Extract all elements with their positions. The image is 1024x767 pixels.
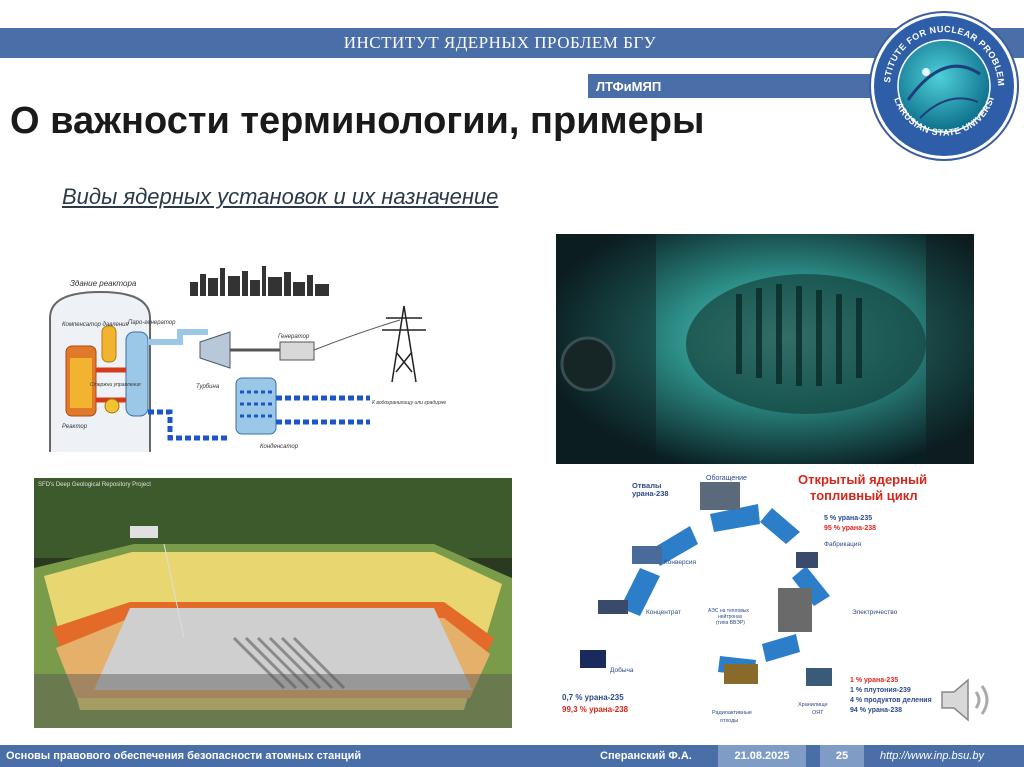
label-condenser: Конденсатор [260, 444, 299, 450]
label-waste-1: Радиоактивные [712, 710, 752, 716]
lab-name: ЛТФиМЯП [596, 79, 662, 94]
label-dumps-1: Отвалы [632, 481, 661, 490]
condenser-icon [235, 377, 277, 435]
label-concentrate: Концентрат [646, 609, 681, 616]
npp-schematic-diagram: Здание реактора Компенсатор давления Пар… [40, 262, 460, 458]
label-snf-2: 1 % плутония-239 [850, 687, 911, 694]
label-dumps-2: урана-238 [632, 489, 669, 498]
slide-subtitle: Виды ядерных установок и их назначение [62, 184, 499, 209]
label-npp-2: нейтронах [718, 613, 743, 620]
fuel-cycle-title-2: топливный цикл [810, 488, 918, 503]
label-reactor: Реактор [62, 424, 88, 430]
repository-illustration: SFD's Deep Geological Repository Project [34, 478, 512, 728]
footer-url[interactable]: http://www.inp.bsu.by [880, 750, 984, 762]
label-fabrication: Фабрикация [824, 540, 861, 548]
label-electricity: Электричество [852, 609, 898, 616]
label-conversion: Конверсия [664, 559, 696, 566]
label-snf-4: 94 % урана-238 [850, 707, 902, 714]
label-waste-2: отходы [720, 718, 738, 724]
label-npp-3: (типа ВВЭР) [716, 620, 745, 626]
label-enrichment: Обогащение [706, 474, 747, 482]
label-snf-3: 4 % продуктов деления [850, 697, 932, 704]
label-compensator: Компенсатор давления [62, 322, 129, 328]
label-npp-1: АЭС на тепловых [708, 608, 749, 614]
label-ore-235: 0,7 % урана-235 [562, 693, 624, 702]
slide-title: О важности терминологии, примеры [10, 100, 705, 142]
reactor-core-photo [556, 234, 974, 464]
label-storage-2: ОЯТ [812, 710, 824, 716]
fuel-cycle-title-1: Открытый ядерный [798, 472, 927, 487]
generator-icon [279, 341, 315, 361]
label-enr-235: 5 % урана-235 [824, 515, 872, 522]
lab-badge: ЛТФиМЯП [588, 74, 880, 98]
header-bar: ИНСТИТУТ ЯДЕРНЫХ ПРОБЛЕМ БГУ [0, 28, 1024, 58]
label-snf-1: 1 % урана-235 [850, 677, 898, 684]
label-ore-238: 99,3 % урана-238 [562, 705, 629, 714]
label-building: Здание реактора [70, 279, 137, 288]
label-mining: Добыча [610, 666, 634, 674]
label-control-rods: Стержни управления [90, 382, 141, 388]
skyline-illustration [190, 266, 329, 296]
footer-page-number: 25 [820, 745, 864, 767]
footer-bar: Основы правового обеспечения безопасност… [0, 745, 1024, 767]
label-storage-1: Хранилище [798, 702, 828, 708]
institute-title: ИНСТИТУТ ЯДЕРНЫХ ПРОБЛЕМ БГУ [343, 33, 657, 52]
institute-logo: INSTITUTE FOR NUCLEAR PROBLEMS BELARUSIA… [868, 10, 1019, 161]
label-cooling: К водохранилищу или градирне [372, 400, 446, 406]
label-enr-238: 95 % урана-238 [824, 525, 876, 532]
label-turbine: Турбина [196, 384, 220, 390]
footer-date: 21.08.2025 [718, 745, 806, 767]
speaker-icon[interactable] [932, 668, 996, 732]
turbine-icon [199, 331, 231, 369]
label-generator: Генератор [278, 334, 310, 340]
label-steam-generator: Паро-генератор [128, 320, 176, 326]
fuel-cycle-diagram: Открытый ядерный топливный цикл Отвалы у… [560, 468, 980, 730]
footer-author: Сперанский Ф.А. [600, 750, 692, 762]
power-tower-icon [382, 305, 426, 383]
footer-course: Основы правового обеспечения безопасност… [6, 750, 362, 762]
repository-caption: SFD's Deep Geological Repository Project [38, 482, 151, 488]
